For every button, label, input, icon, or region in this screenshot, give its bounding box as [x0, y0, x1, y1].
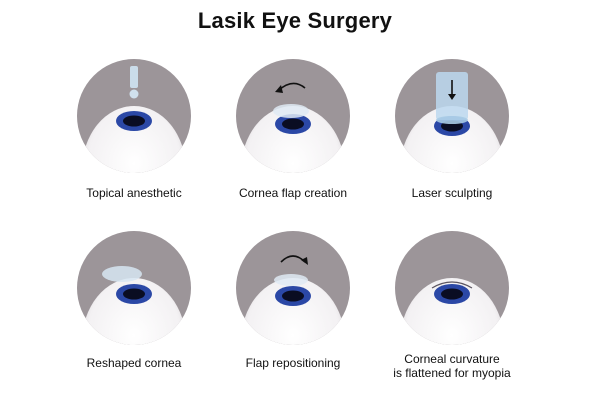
step-corneal-curvature: Corneal curvature is flattened for myopi…: [372, 230, 532, 380]
step-label: Flap repositioning: [245, 356, 341, 370]
dropper-icon: [129, 66, 139, 99]
eye-illustration: [236, 231, 350, 345]
step-topical-anesthetic: Topical anesthetic: [54, 58, 214, 208]
step-cornea-flap-creation: Cornea flap creation: [213, 58, 373, 208]
step-label: Corneal curvature is flattened for myopi…: [393, 352, 511, 380]
flattened-cornea-icon: [431, 281, 473, 289]
step-flap-repositioning: Flap repositioning: [213, 230, 373, 380]
step-label: Topical anesthetic: [86, 186, 182, 200]
step-label: Cornea flap creation: [238, 186, 348, 200]
step-laser-sculpting: Laser sculpting: [372, 58, 532, 208]
eye-illustration: [77, 231, 191, 345]
flap-lift-icon: [273, 82, 309, 118]
laser-icon: [436, 72, 468, 124]
step-label: Reshaped cornea: [86, 356, 182, 370]
eye-illustration: [395, 59, 509, 173]
page-title: Lasik Eye Surgery: [197, 8, 393, 33]
lifted-flap-icon: [102, 266, 142, 282]
step-label: Laser sculpting: [411, 186, 493, 200]
eye-illustration: [395, 231, 509, 345]
eye-illustration: [236, 59, 350, 173]
flap-return-icon: [274, 255, 308, 286]
step-reshaped-cornea: Reshaped cornea: [54, 230, 214, 380]
eye-illustration: [77, 59, 191, 173]
